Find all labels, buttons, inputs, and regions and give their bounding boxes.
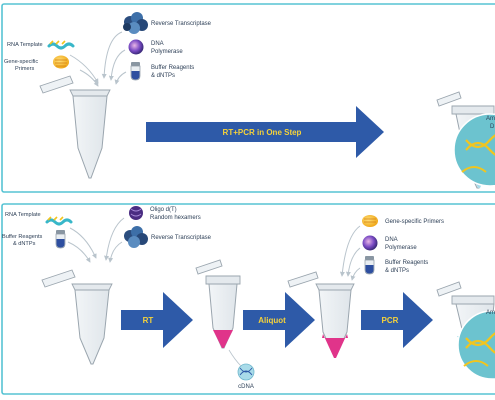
rna-template-icon <box>47 40 75 50</box>
arrow-rt-label: RT <box>143 316 154 325</box>
arrow-pcr-label: PCR <box>382 316 399 325</box>
primers-label: Gene-specific Primers <box>4 59 40 72</box>
buffer-label-line2: & dNTPs <box>151 73 175 79</box>
reverse-transcriptase-icon-2 <box>124 226 148 248</box>
buffer-label-line1: Buffer Reagents <box>151 65 194 71</box>
dna-polymerase-line2: Polymerase <box>151 49 183 55</box>
tube-cdna <box>195 259 241 349</box>
arrow-aliquot-label: Aliquot <box>258 316 286 325</box>
result-one-step-label: Am D <box>486 116 495 130</box>
primers-icon <box>53 55 69 69</box>
dna-polymerase-2-line1: DNA <box>385 237 398 243</box>
buffer-label-2-line2: & dNTPs <box>13 241 36 247</box>
result-tube-one-step <box>436 91 495 189</box>
rna-template-label: RNA Template <box>7 42 43 48</box>
dna-polymerase-label: DNA Polymerase <box>151 41 183 55</box>
reverse-transcriptase-icon <box>123 12 148 34</box>
tube-one-step <box>39 75 111 179</box>
dna-polymerase-2-line2: Polymerase <box>385 245 417 251</box>
dna-polymerase-label-2: DNA Polymerase <box>385 237 417 251</box>
dna-polymerase-icon-2 <box>362 235 378 251</box>
buffer-label-3-line2: & dNTPs <box>385 268 409 274</box>
dna-polymerase-line1: DNA <box>151 41 164 47</box>
buffer-label-2: Buffer Reagents & dNTPs <box>2 234 44 247</box>
primers-label-line2: Primers <box>15 66 34 72</box>
rna-template-label-2: RNA Template <box>5 212 41 218</box>
arrow-pcr <box>361 292 433 348</box>
result-one-step-line1: Am <box>486 116 495 122</box>
tube-pcr-setup <box>287 271 355 358</box>
tube-two-step-start <box>41 269 113 365</box>
result-tube-two-step <box>436 281 495 380</box>
primers-label-line1: Gene-specific <box>4 59 38 65</box>
buffer-vial-icon-3 <box>364 256 375 275</box>
oligo-label-line1: Oligo d(T) <box>150 207 177 213</box>
buffer-label-3-line1: Buffer Reagents <box>385 260 428 266</box>
rna-template-icon-2 <box>45 216 73 226</box>
reverse-transcriptase-label-2: Reverse Transcriptase <box>151 235 212 241</box>
gene-primers-label: Gene-specific Primers <box>385 219 444 225</box>
buffer-label-3: Buffer Reagents & dNTPs <box>385 260 430 274</box>
result-one-step-line2: D <box>490 124 495 130</box>
panel-two-step-frame <box>1 203 495 395</box>
oligo-icon <box>129 206 143 220</box>
panel-one-step-frame <box>1 3 495 193</box>
buffer-label: Buffer Reagents & dNTPs <box>151 65 196 79</box>
gene-primers-icon <box>362 215 378 227</box>
cdna-label: cDNA <box>238 384 254 390</box>
reverse-transcriptase-label: Reverse Transcriptase <box>151 21 212 27</box>
arrow-one-step <box>146 106 384 158</box>
oligo-label: Oligo d(T) Random hexamers <box>150 207 201 221</box>
dna-polymerase-icon <box>128 39 144 55</box>
buffer-vial-icon-2 <box>55 230 66 249</box>
result-two-step-label: Am <box>486 310 495 316</box>
oligo-label-line2: Random hexamers <box>150 215 201 221</box>
arrow-aliquot <box>243 292 315 348</box>
buffer-label-2-line1: Buffer Reagents <box>2 234 43 240</box>
arrow-rt <box>121 292 193 348</box>
buffer-vial-icon <box>130 62 141 81</box>
arrow-one-step-label: RT+PCR in One Step <box>223 128 302 137</box>
